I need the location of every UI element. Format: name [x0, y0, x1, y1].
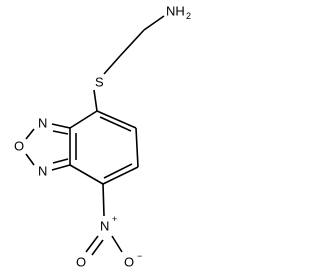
bond-c6-c7-inner [103, 163, 133, 179]
ring-nitrogen-lower-label: N [38, 164, 47, 179]
nitro-oxygen-right-label: O [124, 255, 134, 270]
bond-n-lower-c7a [51, 164, 71, 171]
nitro-plus-charge: + [112, 214, 117, 224]
bond-ring-nitro [102, 183, 105, 217]
bond-o-n-lower [25, 153, 35, 166]
bond-ch2-ch2 [119, 29, 145, 57]
bond-c3a-c4 [69, 110, 98, 129]
nitro-minus-charge: − [137, 251, 142, 261]
bond-s-ring [93, 89, 98, 112]
nitro-nitrogen-label: N [100, 219, 109, 234]
nitro-oxygen-left-label: O [76, 255, 86, 270]
ring-nitrogen-upper-label: N [38, 116, 47, 131]
chemical-structure-diagram: NH 2 S N O N N + O O − [14, 4, 191, 270]
amine-subscript-label: 2 [186, 11, 191, 21]
bond-nitro-o-left-double [91, 239, 104, 256]
bond-c6-c7 [102, 166, 139, 185]
bond-n-lower-c7a-inner [52, 158, 69, 164]
bond-ch2-s [103, 55, 121, 75]
bond-c7-c7a [69, 164, 104, 185]
ring-oxygen-label: O [14, 139, 24, 154]
bond-ch2-nh2 [143, 15, 165, 31]
bond-c3a-n-upper [51, 123, 71, 129]
bond-n-upper-o [25, 128, 35, 140]
amine-nitrogen-label: NH [166, 4, 185, 19]
bond-nitro-o-right [111, 235, 123, 253]
bond-c4-c5-inner [99, 116, 132, 132]
bond-nitro-o-left [85, 235, 99, 253]
sulfur-label: S [95, 75, 104, 90]
bond-c5-c6 [135, 127, 139, 168]
bond-c4-c5 [96, 110, 137, 129]
bond-c3a-n-upper-inner [52, 130, 69, 135]
